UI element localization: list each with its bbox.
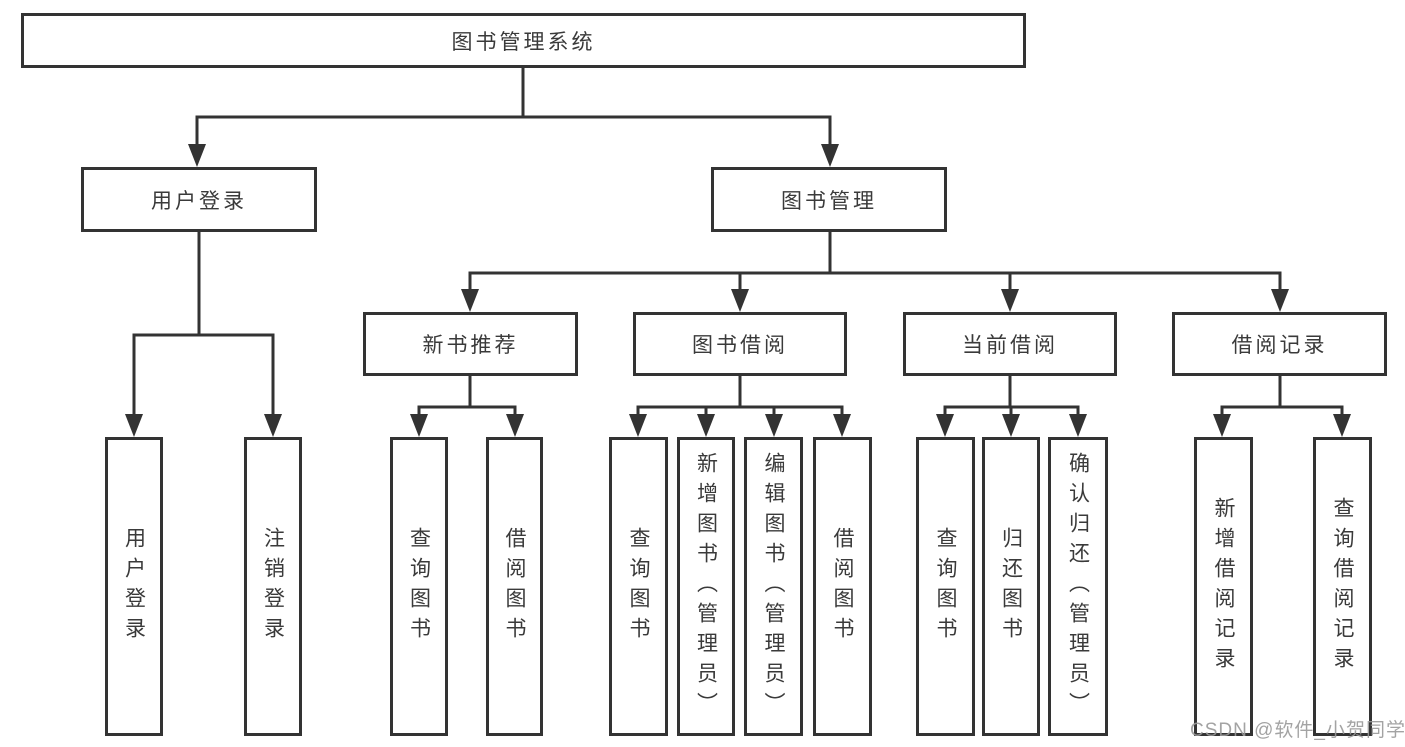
node-label: 查询借阅记录 — [1331, 496, 1354, 677]
leaf-current-return-books: 归还图书 — [982, 437, 1040, 736]
csdn-watermark: CSDN @软件_小贺同学 — [1190, 720, 1405, 741]
leaf-borrowing-borrow-books: 借阅图书 — [813, 437, 872, 736]
leaf-records-query-borrow-record: 查询借阅记录 — [1313, 437, 1372, 736]
node-new-book-recommend: 新书推荐 — [363, 312, 578, 376]
node-label: 查询图书 — [407, 526, 431, 647]
leaf-user-login: 用户登录 — [105, 437, 163, 736]
leaf-newbook-borrow-books: 借阅图书 — [486, 437, 543, 736]
arrowheads — [125, 144, 1351, 437]
node-label: 借阅图书 — [831, 526, 854, 647]
node-user-login-branch: 用户登录 — [81, 167, 317, 232]
node-current-borrowing: 当前借阅 — [903, 312, 1117, 376]
node-borrow-records: 借阅记录 — [1172, 312, 1387, 376]
leaf-records-add-borrow-record: 新增借阅记录 — [1194, 437, 1253, 736]
node-label: 确认归还（管理员） — [1066, 451, 1090, 722]
node-label: 查询图书 — [934, 526, 957, 647]
node-label: 注销登录 — [261, 526, 285, 647]
node-label: 新书推荐 — [422, 334, 519, 357]
node-library-system: 图书管理系统 — [21, 13, 1026, 68]
node-label: 借阅图书 — [503, 526, 526, 647]
leaf-logout: 注销登录 — [244, 437, 302, 736]
node-label: 图书管理 — [781, 189, 877, 213]
leaf-current-query-books: 查询图书 — [916, 437, 975, 736]
leaf-borrowing-edit-books-admin: 编辑图书（管理员） — [744, 437, 803, 736]
node-book-borrowing: 图书借阅 — [633, 312, 847, 376]
node-label: 归还图书 — [999, 526, 1023, 647]
leaf-current-confirm-return-admin: 确认归还（管理员） — [1048, 437, 1108, 736]
node-label: 用户登录 — [122, 526, 146, 647]
node-label: 编辑图书（管理员） — [762, 451, 785, 722]
node-book-management: 图书管理 — [711, 167, 947, 232]
node-label: 图书借阅 — [692, 334, 788, 357]
leaf-borrowing-query-books: 查询图书 — [609, 437, 668, 736]
node-label: 新增图书（管理员） — [694, 451, 718, 722]
leaf-newbook-query-books: 查询图书 — [390, 437, 448, 736]
leaf-borrowing-add-books-admin: 新增图书（管理员） — [677, 437, 735, 736]
node-label: 查询图书 — [627, 526, 650, 647]
node-label: 借阅记录 — [1231, 334, 1328, 357]
node-label: 当前借阅 — [962, 334, 1058, 357]
node-label: 图书管理系统 — [451, 30, 596, 54]
node-label: 新增借阅记录 — [1212, 496, 1235, 677]
node-label: 用户登录 — [151, 189, 247, 213]
